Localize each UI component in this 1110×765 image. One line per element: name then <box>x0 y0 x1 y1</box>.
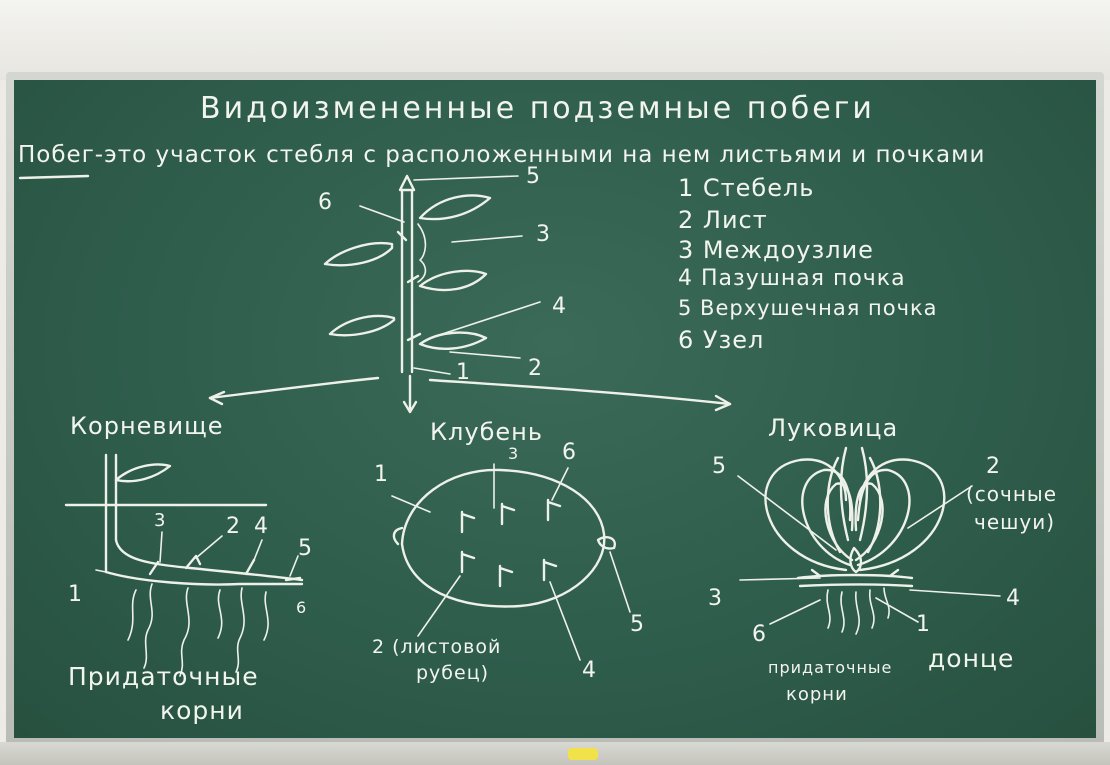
tuber-scar-line1: 2 (листовой <box>372 636 502 658</box>
tuber-label-6: 6 <box>562 440 577 465</box>
tuber-label-3: 3 <box>508 444 520 463</box>
rhizome-title: Корневище <box>70 412 224 440</box>
bulb-title: Луковица <box>768 414 899 442</box>
bulb-caption-line1: придаточные <box>768 658 893 677</box>
bulb-label-3: 3 <box>708 586 723 611</box>
board-title: Видоизмененные подземные побеги <box>200 91 875 126</box>
yellow-chalk <box>568 748 598 760</box>
tuber-title: Клубень <box>430 418 543 446</box>
bulb-scales-line3: чешуи) <box>974 510 1056 534</box>
rhizome-caption-line2: корни <box>160 696 244 725</box>
rhizome-label-5: 5 <box>298 536 313 561</box>
tuber-diagram <box>391 463 631 661</box>
legend-item-2: 2 Лист <box>678 206 768 234</box>
shoot-label-2: 2 <box>528 356 543 381</box>
bulb-scales-line1: 2 <box>986 454 1001 479</box>
rhizome-label-4: 4 <box>254 514 269 539</box>
wall <box>0 0 1110 80</box>
rhizome-label-2: 2 <box>226 514 241 539</box>
bulb-label-4: 4 <box>1006 586 1021 611</box>
chalkboard <box>14 80 1096 738</box>
shoot-label-5: 5 <box>526 164 541 189</box>
legend-item-4: 4 Пазушная почка <box>678 266 906 291</box>
chalk-tray <box>0 742 1110 765</box>
bulb-label-5: 5 <box>712 454 727 479</box>
rhizome-label-3: 3 <box>154 510 167 531</box>
shoot-label-3: 3 <box>536 222 551 247</box>
bulb-label-6: 6 <box>752 622 767 647</box>
legend-item-1: 1 Стебель <box>678 174 815 202</box>
legend-item-3: 3 Междоузлие <box>678 236 874 264</box>
bulb-label-1: 1 <box>916 612 931 637</box>
bulb-caption-line2: корни <box>786 684 848 705</box>
shoot-label-6: 6 <box>318 190 333 215</box>
bulb-base-label: донце <box>928 644 1015 673</box>
bulb-scales-line2: (сочные <box>966 482 1058 506</box>
rhizome-label-1: 1 <box>68 582 83 607</box>
rhizome-label-6: 6 <box>296 598 308 617</box>
definition-underline <box>18 174 90 180</box>
legend-item-5: 5 Верхушечная почка <box>678 296 938 320</box>
shoot-diagram <box>208 174 732 414</box>
tuber-scar-line2: рубец) <box>416 662 490 684</box>
rhizome-diagram <box>64 453 304 677</box>
shoot-label-1: 1 <box>456 360 471 385</box>
tuber-label-4: 4 <box>582 658 597 683</box>
rhizome-caption-line1: Придаточные <box>68 662 259 691</box>
tuber-label-1: 1 <box>374 462 389 487</box>
legend-item-6: 6 Узел <box>678 326 765 354</box>
shoot-label-4: 4 <box>552 294 567 319</box>
definition-text: Побег-это участок стебля с расположенным… <box>18 142 986 168</box>
tuber-label-5: 5 <box>630 612 645 637</box>
bulb-diagram <box>737 446 1001 635</box>
